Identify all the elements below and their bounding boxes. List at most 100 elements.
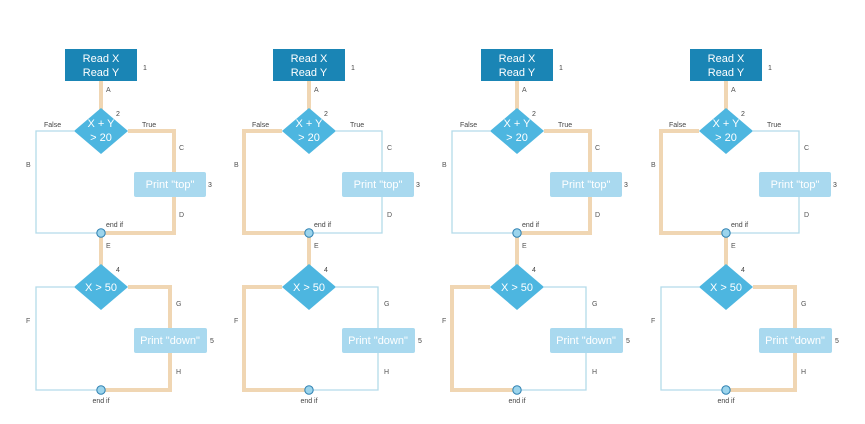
end-if-node-1 (721, 228, 731, 238)
edge-label-D: D (595, 212, 600, 219)
edge-B (35, 130, 101, 234)
print-top-text: Print "top" (354, 179, 403, 191)
step-number-1: 1 (143, 65, 147, 72)
highlighted-edge-H (726, 352, 797, 392)
true-label: True (558, 122, 572, 129)
false-label: False (252, 122, 269, 129)
end-if-label-1: end if (731, 222, 748, 229)
edge-H (309, 352, 379, 391)
highlighted-edge-B (659, 129, 726, 235)
read-x-text: Read X (499, 53, 536, 65)
edge-label-C: C (387, 145, 392, 152)
condition-1-line-2: > 20 (506, 132, 528, 144)
edge-label-A: A (731, 87, 736, 94)
read-input-box (273, 49, 345, 81)
edge-label-E: E (731, 243, 736, 250)
print-top-text: Print "top" (771, 179, 820, 191)
step-number-4: 4 (116, 267, 120, 274)
condition-1-line-1: X + Y (503, 118, 531, 130)
edge-label-D: D (387, 212, 392, 219)
edge-B (451, 130, 517, 234)
edge-label-D: D (179, 212, 184, 219)
edge-D (309, 197, 383, 234)
step-number-4: 4 (741, 267, 745, 274)
end-if-label-2: end if (508, 398, 525, 405)
true-label: True (350, 122, 364, 129)
edge-label-B: B (651, 162, 656, 169)
condition-2-text: X > 50 (501, 282, 533, 294)
step-number-5: 5 (210, 338, 214, 345)
edge-label-F: F (26, 318, 30, 325)
edge-label-F: F (442, 318, 446, 325)
read-x-text: Read X (708, 53, 745, 65)
highlighted-edge-B (242, 129, 309, 235)
print-down-box (550, 328, 623, 353)
end-if-label-1: end if (106, 222, 123, 229)
step-number-2: 2 (532, 111, 536, 118)
condition-diamond-1 (74, 108, 128, 154)
print-down-box (134, 328, 207, 353)
edge-G (128, 286, 171, 328)
end-if-node-1 (304, 228, 314, 238)
read-y-text: Read Y (708, 67, 745, 79)
edge-label-D: D (804, 212, 809, 219)
edge-D (726, 197, 800, 234)
print-down-box (342, 328, 415, 353)
step-number-3: 3 (833, 182, 837, 189)
step-number-2: 2 (741, 111, 745, 118)
edge-label-A: A (522, 87, 527, 94)
read-input-box (690, 49, 762, 81)
read-x-text: Read X (83, 53, 120, 65)
condition-1-line-1: X + Y (712, 118, 740, 130)
step-number-4: 4 (324, 267, 328, 274)
edge-label-H: H (801, 369, 806, 376)
step-number-5: 5 (418, 338, 422, 345)
edge-G (336, 286, 379, 328)
end-if-node-2 (96, 385, 106, 395)
condition-2-text: X > 50 (85, 282, 117, 294)
end-if-node-2 (721, 385, 731, 395)
highlighted-edge-G (753, 285, 797, 328)
end-if-node-1 (96, 228, 106, 238)
condition-2-text: X > 50 (293, 282, 325, 294)
edge-H (101, 352, 171, 391)
read-x-text: Read X (291, 53, 328, 65)
edge-C (753, 130, 800, 173)
edge-label-C: C (804, 145, 809, 152)
print-top-box (342, 172, 414, 197)
print-top-text: Print "top" (562, 179, 611, 191)
edge-label-G: G (801, 301, 806, 308)
edge-C (336, 130, 383, 173)
step-number-3: 3 (208, 182, 212, 189)
step-number-2: 2 (324, 111, 328, 118)
print-top-text: Print "top" (146, 179, 195, 191)
edge-H (517, 352, 587, 391)
print-down-box (759, 328, 832, 353)
true-label: True (767, 122, 781, 129)
edge-label-E: E (106, 243, 111, 250)
edge-label-B: B (234, 162, 239, 169)
edge-label-C: C (595, 145, 600, 152)
read-y-text: Read Y (499, 67, 536, 79)
edge-label-B: B (442, 162, 447, 169)
step-number-3: 3 (624, 182, 628, 189)
end-if-node-2 (304, 385, 314, 395)
print-down-text: Print "down" (556, 335, 616, 347)
edge-G (753, 286, 796, 328)
step-number-5: 5 (626, 338, 630, 345)
edge-F (243, 286, 309, 391)
print-down-text: Print "down" (348, 335, 408, 347)
condition-diamond-1 (699, 108, 753, 154)
condition-1-line-2: > 20 (90, 132, 112, 144)
step-number-1: 1 (559, 65, 563, 72)
step-number-5: 5 (835, 338, 839, 345)
edge-B (660, 130, 726, 234)
condition-diamond-2 (74, 264, 128, 310)
highlighted-edge-D (101, 197, 176, 235)
edge-F (451, 286, 517, 391)
edge-F (35, 286, 101, 391)
read-input-box (65, 49, 137, 81)
